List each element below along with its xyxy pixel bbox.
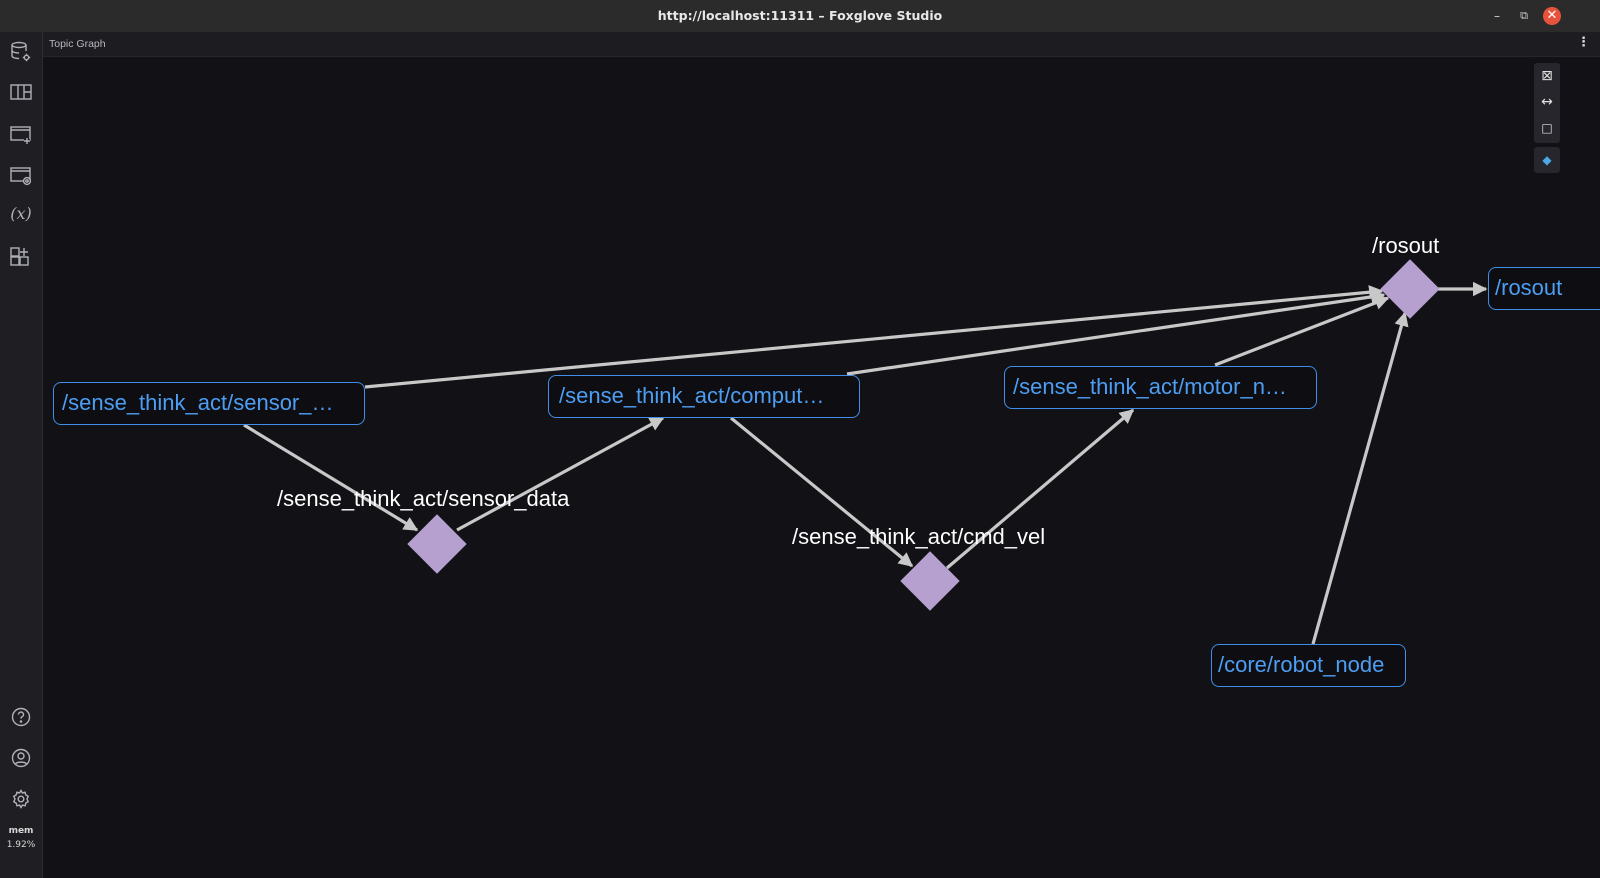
mem-value: 1.92% (6, 840, 36, 850)
data-source-settings-icon[interactable] (9, 40, 33, 64)
node-rosout[interactable]: /rosout (1488, 267, 1600, 310)
sidebar: (𝑥) (0, 32, 43, 878)
services-toggle-button[interactable]: □ (1541, 121, 1553, 135)
extensions-icon[interactable] (9, 244, 33, 268)
topic-sensor-data-label: /sense_think_act/sensor_data (277, 486, 570, 511)
title-bar: http://localhost:11311 – Foxglove Studio… (0, 0, 1600, 33)
orientation-button[interactable]: ↔ (1541, 94, 1553, 110)
edge-robot-to-rosout (1311, 311, 1409, 645)
mem-label: mem (8, 826, 34, 836)
edge-sensor-to-sensor-data (243, 423, 419, 532)
maximize-button[interactable]: ⧉ (1520, 9, 1528, 22)
panel-menu-button[interactable]: ⋮ (1577, 35, 1590, 50)
topic-rosout-diamond (1380, 259, 1440, 319)
edge-sensor-data-to-compute (456, 416, 665, 532)
settings-icon[interactable] (9, 787, 33, 811)
add-panel-icon[interactable] (9, 122, 33, 146)
panel-title[interactable]: Topic Graph (49, 38, 106, 50)
graph-edges (243, 259, 1488, 645)
help-icon[interactable] (9, 705, 33, 729)
variables-icon[interactable]: (𝑥) (10, 204, 32, 223)
edge-compute-to-cmd-vel (729, 416, 914, 568)
topic-cmd-vel-label: /sense_think_act/cmd_vel (792, 524, 1046, 549)
topic-sensor-data-diamond (407, 514, 467, 574)
topic-rosout-label: /rosout (1372, 233, 1440, 258)
fit-graph-button[interactable]: ⊠ (1541, 68, 1553, 84)
window-title: http://localhost:11311 – Foxglove Studio (657, 8, 943, 23)
edge-sensor-to-rosout (364, 285, 1384, 389)
topics-toggle-group: ◆ (1534, 147, 1560, 173)
topics-toggle-button[interactable]: ◆ (1542, 153, 1552, 167)
node-motor[interactable]: /sense_think_act/motor_n… (1004, 366, 1317, 409)
edge-cmd-vel-to-motor (945, 408, 1135, 570)
minimize-button[interactable]: – (1494, 9, 1500, 23)
node-sensor[interactable]: /sense_think_act/sensor_… (53, 382, 365, 425)
node-compute[interactable]: /sense_think_act/comput… (548, 375, 860, 418)
panel-settings-icon[interactable] (9, 163, 33, 187)
edge-compute-to-rosout (846, 289, 1386, 376)
panel-header: Topic Graph ⋮ (43, 32, 1600, 57)
graph-toolbar: ⊠ ↔ □ (1534, 63, 1560, 143)
edge-motor-to-rosout (1214, 295, 1390, 367)
close-button[interactable]: ✕ (1543, 7, 1561, 25)
topic-graph-canvas[interactable]: /sense_think_act/sensor_… /sense_think_a… (43, 57, 1600, 878)
topic-cmd-vel-diamond (900, 551, 960, 611)
layouts-icon[interactable] (9, 80, 33, 104)
node-robot[interactable]: /core/robot_node (1211, 644, 1406, 687)
account-icon[interactable] (9, 746, 33, 770)
